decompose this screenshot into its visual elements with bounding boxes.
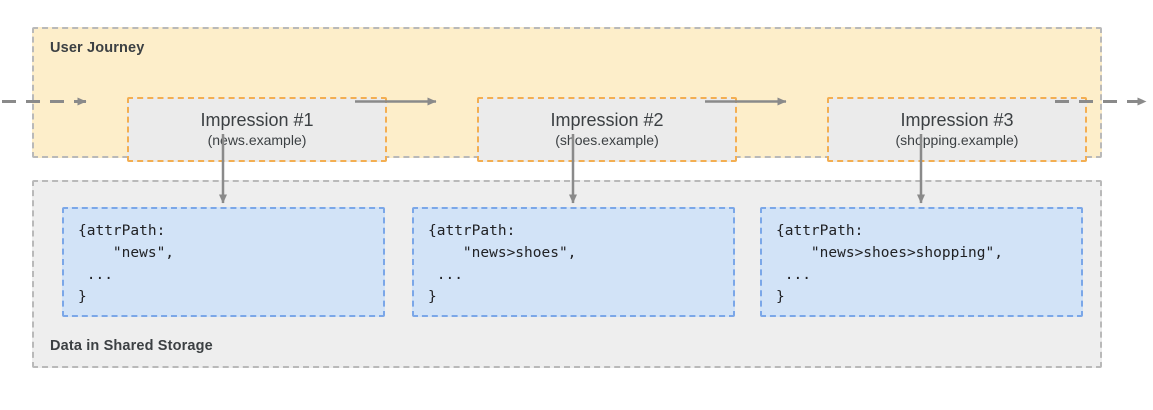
impression-3-subtitle: (shopping.example)	[895, 132, 1019, 149]
storage-entry-2-code: {attrPath: "news>shoes", ... }	[428, 223, 577, 306]
storage-entry-3: {attrPath: "news>shoes>shopping", ... }	[760, 207, 1083, 317]
storage-entry-2: {attrPath: "news>shoes", ... }	[412, 207, 735, 317]
impression-1-subtitle: (news.example)	[207, 132, 307, 149]
impression-2-subtitle: (shoes.example)	[555, 132, 659, 149]
storage-entry-3-code: {attrPath: "news>shoes>shopping", ... }	[776, 223, 1003, 306]
shared-storage-label: Data in Shared Storage	[50, 338, 213, 354]
user-journey-label: User Journey	[50, 40, 145, 56]
impression-box-2: Impression #2 (shoes.example)	[477, 97, 737, 162]
impression-2-title: Impression #2	[550, 109, 664, 130]
impression-box-1: Impression #1 (news.example)	[127, 97, 387, 162]
impression-3-title: Impression #3	[900, 109, 1014, 130]
user-journey-section: User Journey Impression #1 (news.example…	[32, 27, 1102, 162]
storage-entry-1: {attrPath: "news", ... }	[62, 207, 385, 317]
storage-entry-1-code: {attrPath: "news", ... }	[78, 223, 175, 306]
impression-1-title: Impression #1	[200, 109, 314, 130]
impression-box-3: Impression #3 (shopping.example)	[827, 97, 1087, 162]
